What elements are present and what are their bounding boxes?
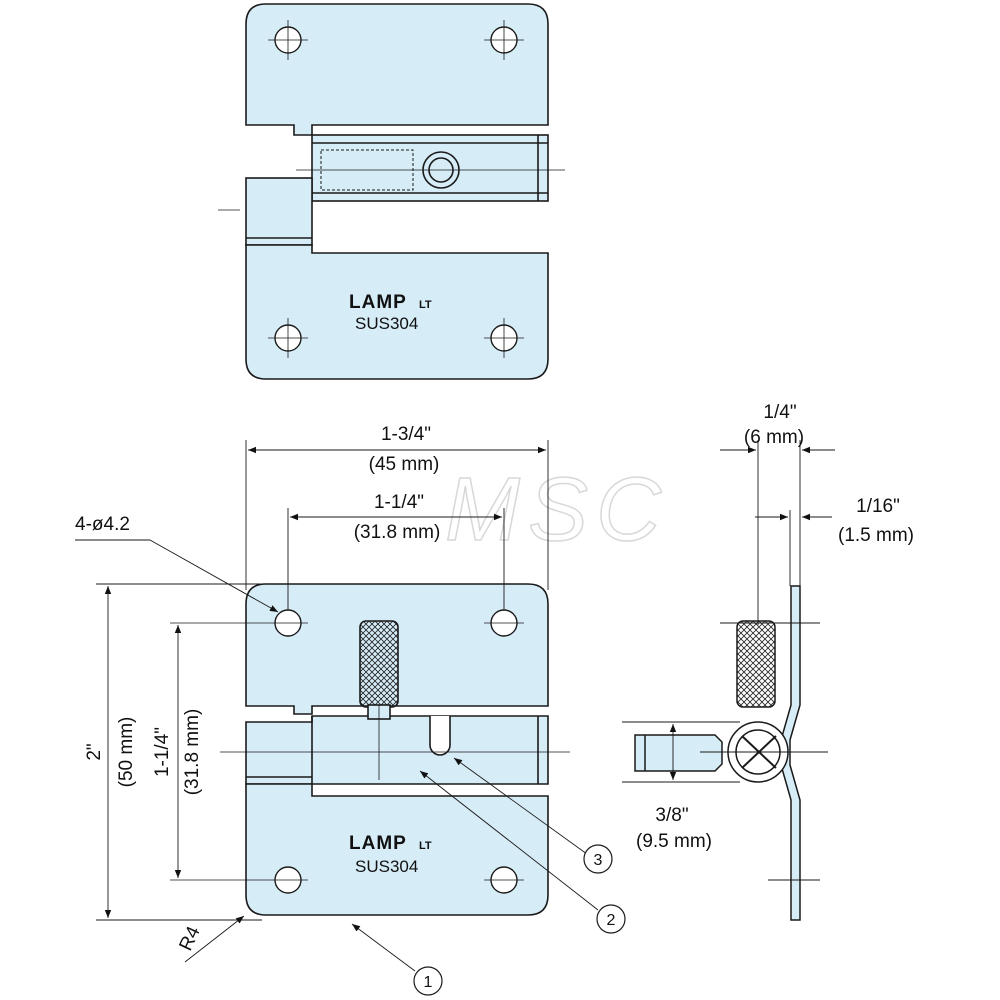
side-knurled-pin (736, 620, 776, 708)
dimension-lines (75, 440, 599, 972)
top-lower-leaf (245, 244, 549, 380)
watermark: MSC (445, 460, 669, 560)
callout-2: 2 (596, 904, 626, 934)
hole-pitch-height-mm: (31.8 mm) (182, 709, 203, 796)
side-plate-inch: 1/16" (856, 496, 900, 517)
side-thickness-inch: 1/4" (763, 402, 796, 423)
svg-text:1: 1 (424, 974, 433, 991)
top-logo: LAMP (349, 292, 407, 313)
holes-callout: 4-ø4.2 (75, 514, 130, 535)
svg-text:3: 3 (594, 852, 603, 869)
top-material: SUS304 (355, 314, 418, 333)
side-dimension-lines (622, 440, 835, 881)
overall-height-mm: (50 mm) (116, 717, 137, 788)
hole-pitch-width-inch: 1-1/4" (374, 492, 424, 513)
front-lower-leaf (245, 783, 549, 916)
front-view (245, 583, 549, 916)
front-logo-suffix: LT (419, 840, 432, 852)
top-upper-leaf (245, 3, 549, 136)
callout-3: 3 (583, 844, 613, 874)
hole-pitch-width-mm: (31.8 mm) (354, 522, 441, 543)
svg-text:2: 2 (607, 912, 616, 929)
side-pin-inch: 3/8" (655, 805, 688, 826)
side-pin-shaft (634, 734, 723, 772)
front-barrel (245, 715, 549, 785)
side-plate-mm: (1.5 mm) (838, 525, 914, 546)
side-pin-mm: (9.5 mm) (636, 831, 712, 852)
overall-width-mm: (45 mm) (369, 454, 440, 475)
front-logo: LAMP (349, 833, 407, 854)
hole-pitch-height-inch: 1-1/4" (152, 727, 173, 777)
front-material: SUS304 (355, 857, 418, 876)
top-view (218, 3, 565, 380)
callout-1: 1 (413, 966, 443, 996)
front-view-centerlines (170, 622, 570, 881)
side-view (634, 585, 801, 921)
knurled-pin (359, 620, 399, 708)
top-view-centerlines (268, 20, 524, 358)
side-thickness-mm: (6 mm) (744, 427, 804, 448)
overall-width-inch: 1-3/4" (381, 424, 431, 445)
top-knuckle (245, 177, 313, 246)
overall-height-inch: 2" (84, 743, 105, 760)
top-logo-suffix: LT (419, 299, 432, 311)
